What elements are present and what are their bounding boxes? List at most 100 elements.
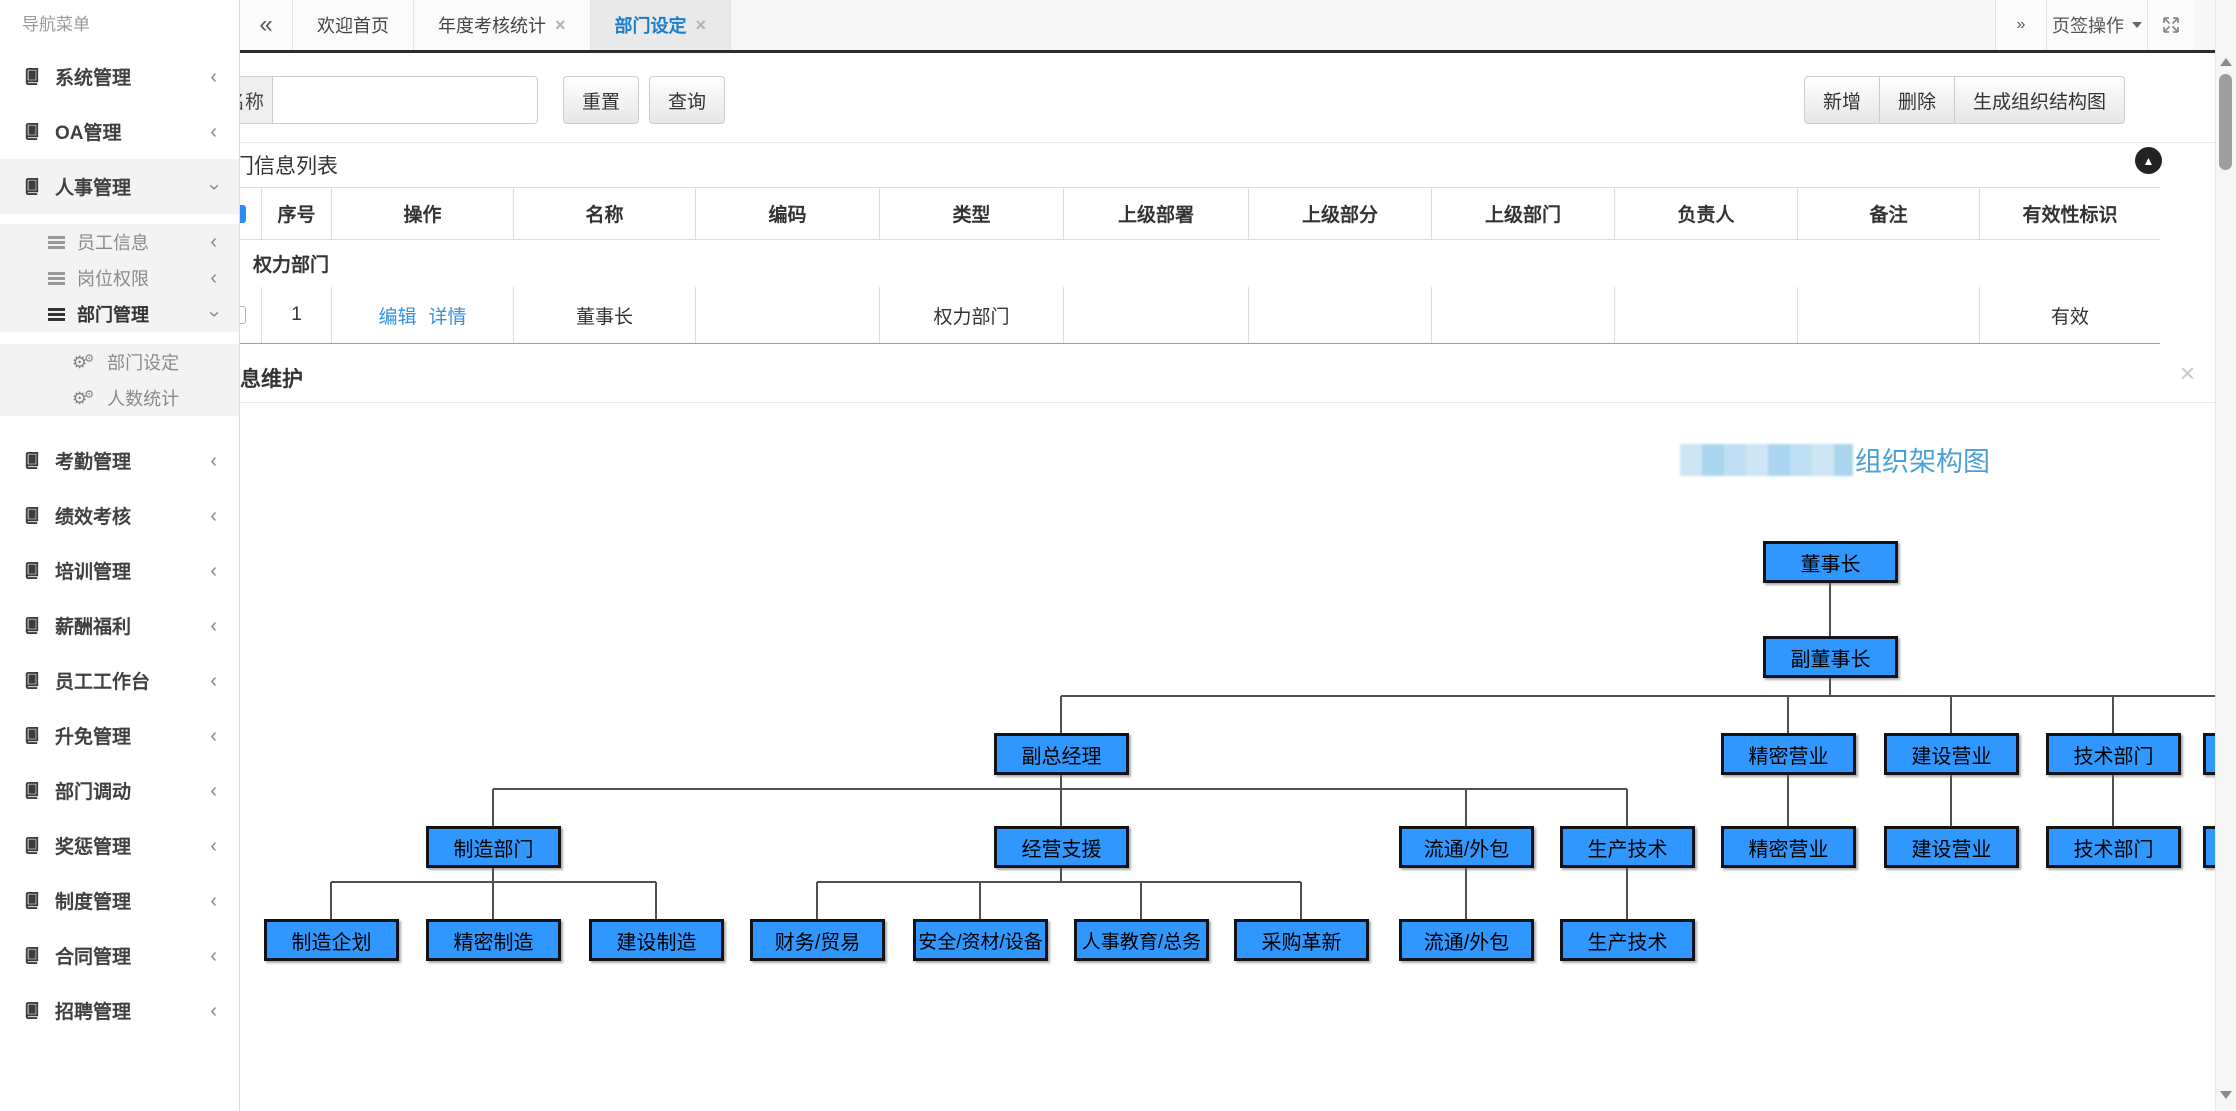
org-node-精密制造[interactable]: 精密制造 (426, 919, 561, 961)
sidebar-item-label: 系统管理 (55, 68, 132, 89)
td-cell (1798, 287, 1980, 343)
org-node-财务/贸易[interactable]: 财务/贸易 (750, 919, 885, 961)
org-node-partial[interactable] (2203, 826, 2215, 868)
sidebar-item-员工信息[interactable]: 员工信息‹ (0, 224, 239, 260)
panel-collapse-icon[interactable]: ▲ (2135, 147, 2162, 174)
td-cell: 权力部门 (880, 287, 1064, 343)
chevron-left-icon: ‹ (210, 834, 217, 857)
org-node-副董事长[interactable]: 副董事长 (1763, 636, 1898, 678)
sidebar-item-员工工作台[interactable]: 员工工作台‹ (0, 653, 239, 708)
org-node-制造部门[interactable]: 制造部门 (426, 826, 561, 868)
sidebar-item-制度管理[interactable]: 制度管理‹ (0, 873, 239, 928)
sidebar-item-培训管理[interactable]: 培训管理‹ (0, 543, 239, 598)
sidebar-item-label: 合同管理 (55, 947, 132, 968)
sidebar-item-OA管理[interactable]: OA管理‹ (0, 104, 239, 159)
generate-org-chart-button[interactable]: 生成组织结构图 (1953, 76, 2125, 124)
sidebar-item-人事管理[interactable]: 人事管理‹ (0, 159, 239, 214)
table-group-row[interactable]: 权力部门 (213, 240, 2160, 287)
org-node-技术部门[interactable]: 技术部门 (2046, 733, 2181, 775)
tabs-scroll-right-icon[interactable]: » (1995, 0, 2046, 50)
sidebar-item-合同管理[interactable]: 合同管理‹ (0, 928, 239, 983)
org-node-流通/外包[interactable]: 流通/外包 (1399, 919, 1534, 961)
column-header-名称: 名称 (514, 188, 696, 239)
sidebar-item-薪酬福利[interactable]: 薪酬福利 ‹ (0, 598, 239, 653)
sidebar-item-label: 考勤管理 (55, 452, 132, 473)
sidebar-item-考勤管理[interactable]: 考勤管理 ‹ (0, 433, 239, 488)
caret-down-icon (2132, 22, 2142, 28)
row-action-详情[interactable]: 详情 (428, 306, 467, 328)
tab-部门设定[interactable]: 部门设定 × (590, 0, 732, 50)
org-node-制造企划[interactable]: 制造企划 (264, 919, 399, 961)
delete-button[interactable]: 删除 (1878, 76, 1955, 124)
org-node-经营支援[interactable]: 经营支援 (994, 826, 1129, 868)
sidebar-item-部门管理[interactable]: 部门管理‹ (0, 296, 239, 332)
chevron-left-icon: ‹ (210, 449, 217, 472)
org-node-采购革新[interactable]: 采购革新 (1234, 919, 1369, 961)
list-icon (48, 271, 65, 285)
sidebar-item-系统管理[interactable]: 系统管理‹ (0, 49, 239, 104)
row-action-编辑[interactable]: 编辑 (378, 306, 417, 328)
group-row-label: 权力部门 (253, 255, 330, 276)
org-node-流通/外包[interactable]: 流通/外包 (1399, 826, 1534, 868)
reset-button[interactable]: 重置 (563, 76, 640, 124)
chevron-left-icon: ‹ (210, 614, 217, 637)
tabs-scroll-left-icon[interactable]: « (240, 0, 293, 50)
add-button[interactable]: 新增 (1803, 76, 1880, 124)
org-node-建设营业[interactable]: 建设营业 (1884, 733, 2019, 775)
sidebar-item-升免管理[interactable]: 升免管理‹ (0, 708, 239, 763)
tab-欢迎首页[interactable]: 欢迎首页 (293, 0, 414, 50)
org-node-人事教育/总务[interactable]: 人事教育/总务 (1074, 919, 1209, 961)
org-node-生产技术[interactable]: 生产技术 (1560, 826, 1695, 868)
maintain-close-icon[interactable]: × (2180, 358, 2196, 388)
tab-close-icon[interactable]: × (555, 14, 566, 35)
name-search-input[interactable] (272, 76, 538, 124)
org-node-建设制造[interactable]: 建设制造 (589, 919, 724, 961)
sidebar-item-招聘管理[interactable]: 招聘管理‹ (0, 983, 239, 1038)
sidebar-item-label: 员工工作台 (55, 672, 151, 693)
org-node-技术部门[interactable]: 技术部门 (2046, 826, 2181, 868)
search-button[interactable]: 查询 (649, 76, 726, 124)
chevron-down-icon: ‹ (202, 183, 225, 190)
table-row[interactable]: 1 编辑详情 董事长 权力部门 有效 (213, 287, 2160, 344)
sidebar-item-label: 绩效考核 (55, 507, 132, 528)
td-cell: 有效 (2050, 306, 2089, 328)
tab-年度考核统计[interactable]: 年度考核统计× (414, 0, 591, 50)
vertical-scrollbar[interactable] (2215, 0, 2236, 1111)
org-node-精密营业[interactable]: 精密营业 (1721, 826, 1856, 868)
fullscreen-icon[interactable] (2147, 0, 2194, 50)
org-node-partial[interactable] (2203, 733, 2215, 775)
org-node-董事长[interactable]: 董事长 (1763, 541, 1898, 583)
table-actions-group: 新增 删除 生成组织结构图 (1803, 76, 2125, 124)
tab-bar: « 欢迎首页年度考核统计× 部门设定 × (240, 0, 2215, 50)
column-header-负责人: 负责人 (1615, 188, 1798, 239)
org-node-生产技术[interactable]: 生产技术 (1560, 919, 1695, 961)
sidebar-item-人数统计[interactable]: ⚙⚙人数统计 (0, 380, 239, 416)
sidebar-item-label: OA管理 (55, 123, 122, 144)
sidebar-item-岗位权限[interactable]: 岗位权限‹ (0, 260, 239, 296)
sidebar-item-label: 员工信息 (77, 233, 149, 253)
tab-label: 部门设定 (614, 16, 687, 36)
sidebar-item-label: 培训管理 (55, 562, 132, 583)
org-node-副总经理[interactable]: 副总经理 (994, 733, 1129, 775)
td-cell: 1 (262, 287, 332, 343)
org-node-建设营业[interactable]: 建设营业 (1884, 826, 2019, 868)
chevron-left-icon: ‹ (210, 999, 217, 1022)
org-node-安全/资材/设备[interactable]: 安全/资材/设备 (913, 919, 1048, 961)
tab-close-icon[interactable]: × (695, 14, 707, 35)
sidebar-item-部门设定[interactable]: ⚙⚙部门设定 (0, 344, 239, 380)
sidebar-item-label: 薪酬福利 (55, 617, 132, 638)
column-header-上级部分: 上级部分 (1249, 188, 1432, 239)
scrollbar-up-icon[interactable] (2220, 58, 2232, 66)
td-cell: 董事长 (514, 287, 696, 343)
scrollbar-down-icon[interactable] (2220, 1091, 2232, 1099)
org-node-精密营业[interactable]: 精密营业 (1721, 733, 1856, 775)
redacted-company-name (1680, 443, 1853, 476)
sidebar-item-奖惩管理[interactable]: 奖惩管理‹ (0, 818, 239, 873)
sidebar-item-绩效考核[interactable]: 绩效考核‹ (0, 488, 239, 543)
scrollbar-thumb[interactable] (2219, 74, 2232, 170)
tabbar-bottom-border (240, 50, 2215, 53)
tab-operations-dropdown[interactable]: 页签操作 (2046, 0, 2147, 50)
sidebar-item-部门调动[interactable]: 部门调动‹ (0, 763, 239, 818)
